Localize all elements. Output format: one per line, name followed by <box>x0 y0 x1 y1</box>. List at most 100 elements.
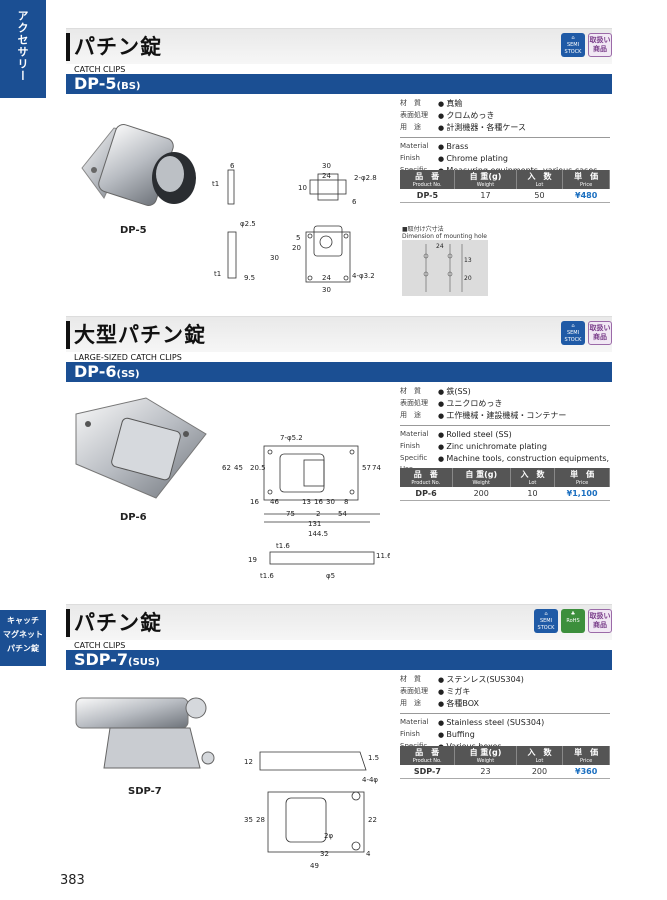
svg-text:131: 131 <box>308 520 321 528</box>
table-row: SDP-7 23 200 ¥360 <box>400 765 610 779</box>
svg-text:16: 16 <box>250 498 259 506</box>
svg-text:φ5: φ5 <box>326 572 335 580</box>
svg-text:30: 30 <box>326 498 335 506</box>
svg-text:22: 22 <box>368 816 377 824</box>
side-tab-category[interactable]: キャッチ マグネット パチン錠 <box>0 610 46 666</box>
spec-row: 用 途各種BOX <box>400 698 610 710</box>
svg-text:62: 62 <box>222 464 231 472</box>
svg-text:φ2.5: φ2.5 <box>240 220 256 228</box>
svg-text:30: 30 <box>322 286 331 294</box>
svg-text:t1: t1 <box>212 180 219 188</box>
spec-row: FinishZinc unichromate plating <box>400 441 610 453</box>
table-row: DP-6 200 10 ¥1,100 <box>400 487 610 501</box>
svg-text:75: 75 <box>286 510 295 518</box>
svg-text:t1.6: t1.6 <box>260 572 274 580</box>
section-title: パチン錠 <box>74 611 162 635</box>
spec-row: 表面処理ユニクロめっき <box>400 398 610 410</box>
svg-text:24: 24 <box>322 172 331 180</box>
svg-text:16: 16 <box>314 498 323 506</box>
product-code: DP-6 <box>74 362 117 381</box>
product-code: SDP-7 <box>74 650 129 669</box>
svg-text:45: 45 <box>234 464 243 472</box>
section-subtitle: CATCH CLIPS <box>74 641 126 650</box>
title-accent <box>66 33 70 61</box>
spec-row: 表面処理ミガキ <box>400 686 610 698</box>
section-subtitle: CATCH CLIPS <box>74 65 126 74</box>
section-title: 大型パチン錠 <box>74 323 206 347</box>
regular-item-icon: 取扱い商品 <box>588 321 612 345</box>
svg-text:2: 2 <box>316 510 320 518</box>
spec-row: MaterialStainless steel (SUS304) <box>400 717 610 729</box>
svg-text:13: 13 <box>302 498 311 506</box>
svg-text:5: 5 <box>296 234 300 242</box>
svg-text:t1: t1 <box>214 270 221 278</box>
badge-group: ⌂SEMI STOCK 取扱い商品 <box>561 321 612 345</box>
product-label: SDP-7 <box>128 786 162 797</box>
badge-group: ⌂SEMI STOCK 取扱い商品 <box>561 33 612 57</box>
semi-stock-icon: ⌂SEMI STOCK <box>534 609 558 633</box>
svg-text:8: 8 <box>344 498 348 506</box>
side-tab-accessory[interactable]: アクセサリー <box>0 0 46 98</box>
spec-row: 材 質鉄(SS) <box>400 386 610 398</box>
spec-row: MaterialBrass <box>400 141 610 153</box>
svg-text:4: 4 <box>366 850 371 858</box>
regular-item-icon: 取扱い商品 <box>588 609 612 633</box>
svg-text:t1.6: t1.6 <box>276 542 290 550</box>
product-code-bar: DP-6(SS) <box>66 362 612 382</box>
svg-text:19: 19 <box>248 556 257 564</box>
svg-text:10: 10 <box>298 184 307 192</box>
svg-text:11.6: 11.6 <box>376 552 390 560</box>
svg-text:24: 24 <box>436 243 444 250</box>
section-title-bar: 大型パチン錠 ⌂SEMI STOCK 取扱い商品 <box>66 316 612 352</box>
semi-stock-icon: ⌂SEMI STOCK <box>561 33 585 57</box>
svg-text:2φ: 2φ <box>324 832 333 840</box>
section-sdp7: パチン錠 ⌂SEMI STOCK ♣RoHS 取扱い商品 CATCH CLIPS… <box>66 604 612 670</box>
svg-text:32: 32 <box>320 850 329 858</box>
product-label: DP-6 <box>120 512 147 523</box>
material-code: (SS) <box>116 369 140 380</box>
svg-text:6: 6 <box>230 162 235 170</box>
svg-text:12: 12 <box>244 758 253 766</box>
product-code-bar: DP-5(BS) <box>66 74 612 94</box>
title-accent <box>66 321 70 349</box>
spec-row: 材 質真鍮 <box>400 98 610 110</box>
section-title: パチン錠 <box>74 35 162 59</box>
svg-text:1.5: 1.5 <box>368 754 379 762</box>
section-dp6: 大型パチン錠 ⌂SEMI STOCK 取扱い商品 LARGE-SIZED CAT… <box>66 316 612 382</box>
svg-text:20.5: 20.5 <box>250 464 266 472</box>
material-code: (SUS) <box>128 657 160 668</box>
svg-text:6: 6 <box>352 198 357 206</box>
svg-text:49: 49 <box>310 862 319 870</box>
svg-text:144.5: 144.5 <box>308 530 328 538</box>
side-tab-line: マグネット <box>3 630 43 639</box>
dp5-drawing: 6 t1 30 24 2-φ2.8 10 6 φ2.5 20 5 30 t1 9… <box>212 162 377 294</box>
section-subtitle: LARGE-SIZED CATCH CLIPS <box>74 353 182 362</box>
rohs-icon: ♣RoHS <box>561 609 585 633</box>
svg-text:13: 13 <box>464 257 472 264</box>
svg-text:4-4φ: 4-4φ <box>362 776 378 784</box>
table-row: DP-5 17 50 ¥480 <box>400 189 610 203</box>
product-code: DP-5 <box>74 74 117 93</box>
page-number: 383 <box>60 873 85 888</box>
dp6-photo <box>75 397 207 499</box>
product-label: DP-5 <box>120 225 147 236</box>
svg-text:46: 46 <box>270 498 279 506</box>
side-tab-label: アクセサリー <box>16 10 29 82</box>
svg-text:30: 30 <box>322 162 331 170</box>
dp6-specs: 材 質鉄(SS) 表面処理ユニクロめっき 用 途工作機械・建設機械・コンテナー … <box>400 386 610 486</box>
mounting-hole-diagram: 24 13 20 <box>402 240 488 296</box>
col-weight: 自 重(g)Weight <box>454 746 517 765</box>
svg-text:35: 35 <box>244 816 253 824</box>
spec-row: 材 質ステンレス(SUS304) <box>400 674 610 686</box>
spec-row: 用 途計測機器・各種ケース <box>400 122 610 134</box>
title-accent <box>66 609 70 637</box>
